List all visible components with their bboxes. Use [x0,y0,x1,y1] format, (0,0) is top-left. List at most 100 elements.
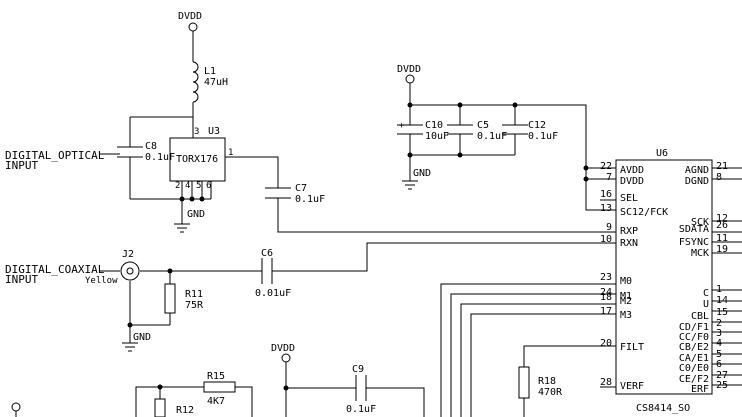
u6-pin-number: 11 [716,233,728,244]
resistor-r18: R18 470R [518,366,563,399]
r12-ref: R12 [176,405,194,416]
u6-pin-name: SDATA [679,224,709,235]
optical-input-line2: INPUT [5,159,38,172]
u6-pin-number: 21 [716,161,728,172]
c10-ref: C10 [425,120,443,131]
u6-pin-number: 22 [600,161,612,172]
u6-pin-number: 2 [716,318,722,329]
u6-pin-name: VERF [620,381,644,392]
u6-pin-number: 10 [600,234,612,245]
u6-pin-number: 9 [606,222,612,233]
u6-pin-name: FILT [620,342,644,353]
u6-pin-number: 19 [716,244,728,255]
u6-pin-name: M1 [620,291,632,302]
u6-pin-name: DVDD [620,176,644,187]
r11-value: 75R [185,300,204,311]
c5-value: 0.1uF [477,131,507,142]
u6-pin-number: 3 [716,328,722,339]
u6-pin-name: M0 [620,276,632,287]
u6-pin-number: 24 [600,287,612,298]
u6-pin-name: SCK [691,217,709,228]
u6-left-pins: 22 AVDD 7 DVDD 16 SEL 13 SC12/FCK 9 RXP 10 RXN 23 M0 2… [600,161,668,392]
u6-pin-number: 26 [716,220,728,231]
u6-pin-number: 16 [600,189,612,200]
u6-pin-name: AVDD [620,165,644,176]
ic-u3: U3 TORX176 3 1 2 4 5 6 [169,126,233,191]
resistor-r11: R11 75R [164,283,204,314]
c12-value: 0.1uF [528,131,558,142]
u6-pin-number: 18 [600,292,612,303]
r15-ref: R15 [207,371,225,382]
inductor-l1: L1 47uH [204,66,228,88]
capacitor-c8: C8 0.1uF [117,141,175,163]
u3-pin-4: 4 [185,181,190,191]
r18-ref: R18 [538,376,556,387]
u6-pin-number: 13 [600,203,612,214]
u6-pin-name: RXN [620,238,638,249]
u6-pin-name: M2 [620,296,632,307]
c9-ref: C9 [352,364,364,375]
u6-pin-number: 8 [716,172,722,183]
c7-value: 0.1uF [295,194,325,205]
c6-value: 0.01uF [255,288,291,299]
u6-pin-name: U [703,299,709,310]
power-symbol-dvdd-caps: DVDD [397,64,421,84]
coaxial-input-line2: INPUT [5,273,38,286]
power-symbol-dvdd-top: DVDD [178,11,202,32]
u6-pin-name: FSYNC [679,237,709,248]
resistor-r12: R12 [154,398,194,417]
u6-pin-number: 1 [716,284,722,295]
u6-pin-number: 15 [716,307,728,318]
u6-pin-number: 17 [600,306,612,317]
u3-pin-3: 3 [194,127,199,137]
c5-ref: C5 [477,120,489,131]
connector-j2: J2 Yellow [85,249,140,286]
capacitor-c9: C9 0.1uF [346,364,376,415]
l1-ref: L1 [204,66,216,77]
j2-value: Yellow [85,276,118,286]
u6-pin-name: SC12/FCK [620,207,668,218]
u3-ref: U3 [208,126,220,137]
coaxial-input-line1: DIGITAL_COAXIAL [5,263,105,276]
u3-part: TORX176 [176,154,218,165]
power-label: DVDD [271,343,295,354]
capacitor-c6: C6 0.01uF [255,248,291,299]
j2-ref: J2 [122,249,134,260]
u6-pin-number: 25 [716,380,728,391]
ground-label: GND [187,209,205,220]
power-label: DVDD [178,11,202,22]
l1-value: 47uH [204,77,228,88]
ground-symbol-u3: GND [174,209,205,233]
u6-pin-name: RXP [620,226,638,237]
capacitor-c10: + C10 10uF [397,120,449,142]
u3-pin-2: 2 [175,181,180,191]
ground-symbol-caps: GND [402,168,431,190]
u6-pin-name: AGND [685,165,709,176]
u3-pin-1: 1 [228,148,233,158]
u6-pin-name: CBL [691,311,709,322]
u6-pin-name: SEL [620,193,638,204]
power-label: DVDD [397,64,421,75]
u6-pin-number: 23 [600,272,612,283]
u6-pin-name: CD/F1 [679,322,709,333]
u6-pin-name: ERF [691,384,709,395]
u6-pin-name: CC/F0 [679,332,709,343]
u6-pin-number: 7 [606,172,612,183]
u6-pin-name: CB/E2 [679,342,709,353]
u6-pin-number: 14 [716,295,728,306]
c7-ref: C7 [295,183,307,194]
junction-dots [127,102,589,391]
c8-value: 0.1uF [145,152,175,163]
u6-pin-number: 20 [600,338,612,349]
u6-pin-number: 12 [716,213,728,224]
c8-ref: C8 [145,141,157,152]
input-label-coaxial: DIGITAL_COAXIAL INPUT [5,263,105,286]
input-label-optical: DIGITAL_OPTICAL INPUT [5,149,105,172]
u6-pin-name: M3 [620,310,632,321]
u6-pin-name: C0/E0 [679,363,709,374]
c12-ref: C12 [528,120,546,131]
r15-value: 4K7 [207,396,225,407]
capacitor-c7: C7 0.1uF [265,183,325,205]
